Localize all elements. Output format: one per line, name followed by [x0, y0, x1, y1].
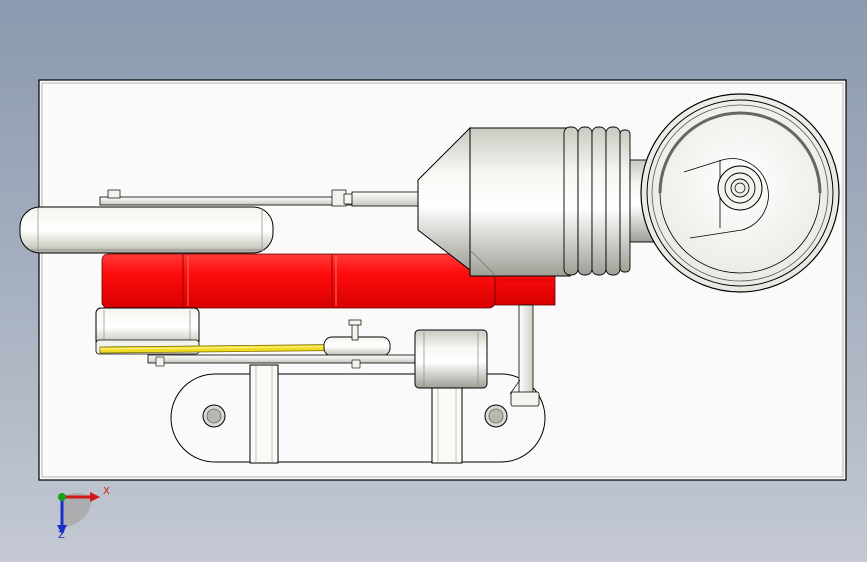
red-flywheel[interactable]: [101, 253, 556, 309]
displacer-cylinder[interactable]: [414, 329, 488, 389]
upper-connecting-rod[interactable]: [99, 189, 357, 207]
piston-rod[interactable]: [351, 191, 423, 207]
stand-post-left: [249, 364, 279, 464]
base-plate-inner-edge: [41, 82, 844, 478]
cooling-fins[interactable]: [563, 126, 631, 276]
triad-x-label: X: [103, 486, 110, 497]
triad-z-label: Z: [58, 530, 65, 541]
upper-pulley[interactable]: [19, 206, 274, 254]
orientation-triad: [57, 492, 100, 535]
power-cylinder[interactable]: [417, 126, 571, 277]
triad-z-origin: [58, 493, 66, 501]
large-wheel[interactable]: [640, 93, 840, 293]
lower-stand[interactable]: [170, 359, 546, 464]
displacer-rod[interactable]: [509, 304, 540, 407]
